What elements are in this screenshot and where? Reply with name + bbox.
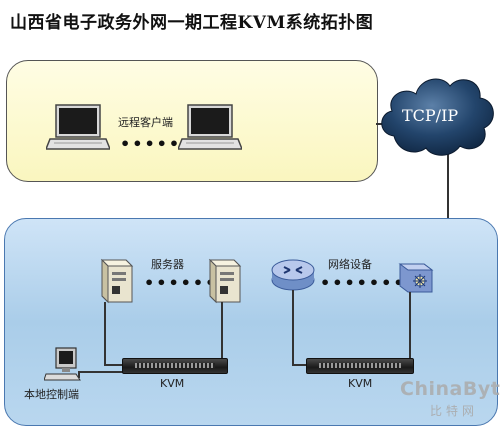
network-ellipsis: •••••••• — [320, 273, 418, 292]
watermark-brand: ChinaByte — [400, 378, 500, 400]
kvm-right-label: KVM — [348, 377, 373, 390]
network-device-label: 网络设备 — [328, 258, 372, 271]
console-label: 本地控制端 — [24, 388, 79, 401]
watermark-sub: 比特网 — [430, 404, 479, 418]
kvm-switch-icon — [122, 358, 228, 374]
diagram-title: 山西省电子政务外网一期工程KVM系统拓扑图 — [10, 13, 374, 33]
server-cable — [104, 364, 124, 366]
server-cable — [104, 302, 106, 364]
cloud-to-local-link — [447, 150, 449, 218]
switch-icon — [396, 258, 434, 298]
server-cable — [221, 302, 223, 360]
remote-client-label: 远程客户端 — [118, 116, 173, 129]
network-cable — [292, 290, 294, 364]
router-icon — [270, 258, 316, 296]
server-icon — [96, 256, 134, 308]
cloud-icon — [376, 66, 500, 164]
local-network-panel — [4, 218, 498, 426]
server-icon — [204, 256, 242, 308]
kvm-left-label: KVM — [160, 377, 185, 390]
laptop-icon — [176, 103, 244, 155]
cloud-label: TCP/IP — [402, 106, 459, 125]
laptop-icon — [44, 103, 112, 155]
console-cable — [78, 372, 80, 378]
console-cable — [78, 371, 124, 373]
server-label: 服务器 — [151, 258, 184, 271]
network-cable — [409, 292, 411, 360]
workstation-icon — [43, 346, 84, 386]
network-cable — [292, 364, 308, 366]
kvm-switch-icon — [306, 358, 414, 374]
